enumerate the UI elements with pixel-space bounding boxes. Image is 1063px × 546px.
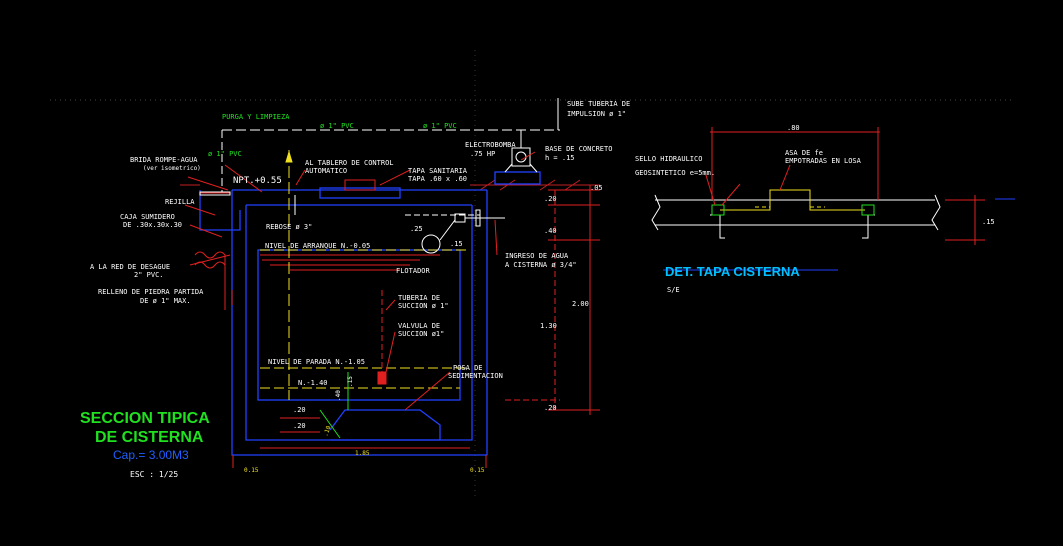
label-tablero-2: AUTOMATICO	[305, 167, 347, 175]
label-ingreso-2: A CISTERNA ø 3/4"	[505, 261, 577, 269]
label-poza-2: SEDIMENTACION	[448, 372, 503, 380]
label-tapa-1: TAPA SANITARIA	[408, 167, 468, 175]
water-level-lines	[260, 150, 470, 400]
label-desague-1: A LA RED DE DESAGUE	[90, 263, 170, 271]
label-ingreso-1: INGRESO DE AGUA	[505, 252, 569, 260]
dim-20d: .20	[293, 422, 306, 430]
label-tablero-1: AL TABLERO DE CONTROL	[305, 159, 394, 167]
label-asa-1: ASA DE fe	[785, 149, 823, 157]
label-pvc3: ø 1" PVC	[208, 150, 242, 158]
section-title-line2: DE CISTERNA	[95, 429, 204, 446]
dim-20b: .20	[544, 404, 557, 412]
dim-40b: .40	[335, 390, 342, 401]
section-title-line1: SECCION TIPICA	[80, 410, 210, 427]
dim-vert: .10	[322, 425, 332, 438]
green-dims	[319, 372, 349, 439]
dim-20a: .20	[544, 195, 557, 203]
cistern-walls	[199, 171, 541, 456]
dim-015b: 0.15	[470, 467, 485, 474]
label-sube-1: SUBE TUBERIA DE	[567, 100, 630, 108]
drawing-titles: SECCION TIPICA DE CISTERNA Cap.= 3.00M3 …	[80, 264, 800, 479]
label-geosintetico: GEOSINTETICO e=5mm.	[635, 169, 715, 177]
label-desague-2: 2" PVC.	[134, 271, 164, 279]
label-relleno-2: DE ø 1" MAX.	[140, 297, 191, 305]
label-flotador: FLOTADOR	[396, 267, 431, 275]
label-tuberia-1: TUBERIA DE	[398, 294, 440, 302]
label-sube-2: IMPULSION ø 1"	[567, 110, 626, 118]
pump-and-pipes	[199, 98, 560, 254]
label-pvc2: ø 1" PVC	[423, 122, 457, 130]
dimension-lines	[260, 185, 600, 449]
dim-130: 1.30	[540, 322, 557, 330]
leader-lines	[184, 151, 536, 411]
label-rebose: REBOSE ø 3"	[266, 223, 312, 231]
label-electrobomba-2: .75 HP	[470, 150, 495, 158]
label-valvula-2: SUCCION ø1"	[398, 330, 444, 338]
dim-15: .15	[450, 240, 463, 248]
soil-hatch	[180, 179, 600, 191]
cistern-red-details	[194, 179, 487, 468]
label-brida-2: (ver isometrico)	[143, 165, 201, 172]
label-npt: NPT.+0.55	[233, 176, 282, 186]
dimension-labels: .05 .20 .40 2.00 1.30 .20 .25 .15 .20 .2…	[244, 124, 995, 474]
detail-title: DET. TAPA CISTERNA	[665, 264, 800, 279]
capacity-label: Cap.= 3.00M3	[113, 448, 189, 462]
dim-20c: .20	[293, 406, 306, 414]
label-pvc1: ø 1" PVC	[320, 122, 354, 130]
dim-185: 1.85	[355, 450, 370, 457]
label-valvula-1: VALVULA DE	[398, 322, 440, 330]
label-tapa-2: TAPA .60 x .60	[408, 175, 467, 183]
dim-15b: .15	[347, 376, 354, 387]
label-poza-1: POSA DE	[453, 364, 483, 372]
dim-05: .05	[590, 184, 603, 192]
label-caja-1: CAJA SUMIDERO	[120, 213, 175, 221]
label-sello: SELLO HIDRAULICO	[635, 155, 702, 163]
label-nivel-parada: NIVEL DE PARADA N.-1.05	[268, 358, 365, 366]
dim-25: .25	[410, 225, 423, 233]
label-n140: N.-1.40	[298, 379, 328, 387]
label-caja-2: DE .30x.30x.30	[123, 221, 182, 229]
dim-40: .40	[544, 227, 557, 235]
dim-15c: .15	[982, 218, 995, 226]
label-base-1: BASE DE CONCRETO	[545, 145, 612, 153]
label-electrobomba-1: ELECTROBOMBA	[465, 141, 516, 149]
label-base-2: h = .15	[545, 154, 575, 162]
label-rejilla: REJILLA	[165, 198, 195, 206]
label-purga: PURGA Y LIMPIEZA	[222, 113, 290, 121]
label-brida-1: BRIDA ROMPE-AGUA	[130, 156, 198, 164]
annotation-labels: PURGA Y LIMPIEZA ø 1" PVC ø 1" PVC ø 1" …	[90, 100, 862, 387]
label-tuberia-2: SUCCION ø 1"	[398, 302, 449, 310]
label-relleno-1: RELLENO DE PIEDRA PARTIDA	[98, 288, 204, 296]
dim-80: .80	[787, 124, 800, 132]
dim-015a: 0.15	[244, 467, 259, 474]
scale-label: ESC : 1/25	[130, 470, 178, 479]
label-asa-2: EMPOTRADAS EN LOSA	[785, 157, 862, 165]
dim-200: 2.00	[572, 300, 589, 308]
label-nivel-arranque: NIVEL DE ARRANQUE N.-0.05	[265, 242, 370, 250]
tapa-detail	[651, 127, 1015, 271]
detail-scale: S/E	[667, 286, 680, 294]
